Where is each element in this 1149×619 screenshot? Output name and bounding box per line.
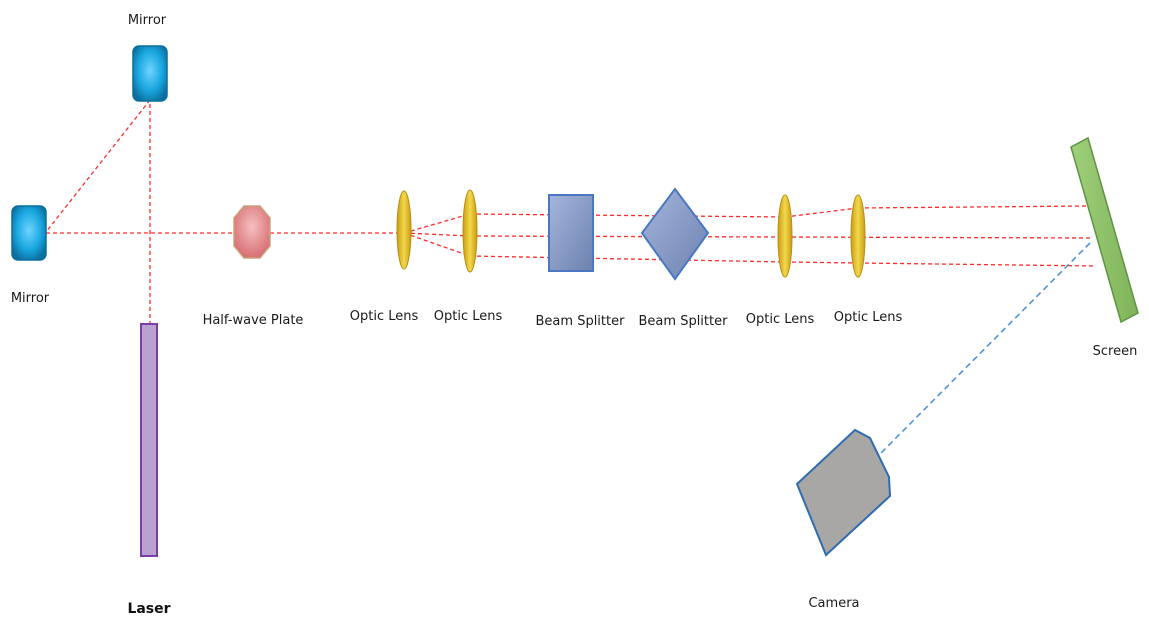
laser-label: Laser — [127, 601, 170, 617]
beam-to-screen-upper — [857, 205, 1090, 209]
half-wave-plate-label: Half-wave Plate — [203, 313, 304, 328]
beam-splitter-2 — [640, 187, 710, 281]
beam-expand-upper — [784, 207, 859, 218]
screen — [1070, 136, 1139, 324]
beam-parallel-lower — [469, 255, 786, 263]
screen-label: Screen — [1093, 344, 1138, 359]
beam-screen-to-camera — [877, 242, 1091, 457]
beam-fan-lower — [403, 232, 471, 257]
laser-beam-paths — [45, 99, 1097, 457]
beam-expand-lower — [784, 261, 859, 264]
beam-fan-middle — [403, 232, 471, 237]
beam-splitter-1-label: Beam Splitter — [536, 314, 626, 329]
optic-lens-1 — [396, 190, 412, 270]
beam-splitter-1 — [548, 194, 594, 272]
camera-label: Camera — [808, 596, 859, 611]
camera — [795, 428, 892, 557]
beam-parallel-upper — [469, 213, 786, 218]
mirror-left-label: Mirror — [11, 291, 50, 306]
beam-to-screen-lower — [857, 262, 1097, 267]
optic-lens-3-label: Optic Lens — [746, 312, 815, 327]
half-wave-plate — [233, 205, 271, 259]
optic-lens-2-label: Optic Lens — [434, 309, 503, 324]
beam-fan-upper — [403, 213, 471, 234]
optic-lens-1-label: Optic Lens — [350, 309, 419, 324]
optic-lens-4-label: Optic Lens — [834, 310, 903, 325]
optic-lens-3 — [777, 194, 793, 278]
mirror-left — [11, 205, 47, 261]
optic-lens-2 — [462, 189, 478, 273]
beam-splitter-2-label: Beam Splitter — [639, 314, 729, 329]
laser — [140, 323, 158, 557]
beam-top-mirror-to-left-mirror — [45, 99, 151, 233]
optic-lens-4 — [850, 194, 866, 278]
mirror-top-label: Mirror — [128, 13, 167, 28]
mirror-top — [132, 45, 168, 102]
